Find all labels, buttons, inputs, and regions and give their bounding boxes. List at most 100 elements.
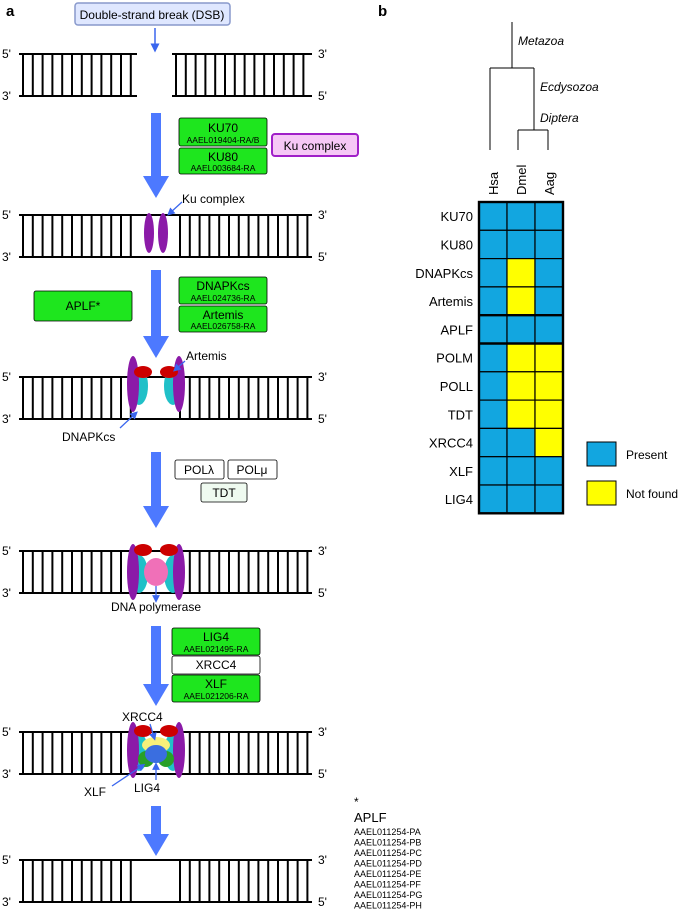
gene-label: APLF — [440, 322, 473, 337]
strand-end-label: 3' — [318, 544, 327, 558]
strand-end-label: 5' — [2, 853, 11, 867]
artemis-callout: Artemis — [186, 349, 227, 363]
ku-complex-box — [271, 133, 359, 157]
footnote-id: AAEL011254-PB — [354, 838, 421, 848]
matrix-cell — [506, 484, 536, 514]
tree-label-ecdysozoa: Ecdysozoa — [540, 80, 599, 94]
species-label: Aag — [542, 172, 557, 195]
matrix-cell — [506, 229, 536, 260]
aplf-box — [33, 290, 133, 322]
flow-arrow — [143, 452, 169, 528]
dnapkcs-label: DNAPKcs — [196, 279, 249, 293]
footnote-id: AAEL011254-PE — [354, 869, 421, 879]
matrix-cell — [478, 371, 508, 401]
tdt-box — [200, 482, 248, 503]
gene-labels: KU70KU80DNAPKcsArtemisAPLFPOLMPOLLTDTXRC… — [415, 209, 473, 507]
aplf-label: APLF* — [66, 299, 101, 313]
dna-duplex: 5'3'3'5' — [2, 47, 327, 103]
gene-label: XRCC4 — [429, 436, 473, 451]
dna-polymerase-label: DNA polymerase — [111, 600, 201, 614]
matrix-cell — [478, 427, 508, 458]
strand-end-label: 5' — [318, 895, 327, 909]
lig4-label: LIG4 — [203, 630, 229, 644]
presence-matrix — [477, 200, 565, 515]
matrix-cell — [506, 371, 536, 401]
flow-arrows — [143, 113, 169, 856]
matrix-cell — [534, 286, 564, 316]
polymerase-complex — [127, 544, 185, 600]
matrix-cell — [478, 342, 508, 373]
phylogenetic-tree — [489, 22, 549, 150]
matrix-cell — [506, 427, 536, 458]
matrix-cell — [478, 484, 508, 514]
pol-lambda-box — [174, 459, 225, 480]
ku-complex-label: Ku complex — [182, 192, 245, 206]
xrcc4-box-label: XRCC4 — [196, 658, 237, 672]
dna-duplex: 5'3'3'5' — [2, 544, 327, 600]
dsb-label: Double-strand break (DSB) — [80, 8, 225, 22]
matrix-cell — [478, 229, 508, 260]
pol-lambda-label: POLλ — [184, 463, 214, 477]
species-label: Dmel — [514, 165, 529, 195]
lig4-callout: LIG4 — [134, 781, 160, 795]
gene-label: POLL — [440, 379, 473, 394]
strand-end-label: 5' — [2, 725, 11, 739]
xlf-box — [171, 674, 261, 703]
xrcc4-callout: XRCC4 — [122, 710, 163, 724]
ku70-label: KU70 — [208, 121, 238, 135]
strand-end-label: 3' — [2, 412, 11, 426]
legend-not-found-label: Not found — [626, 487, 678, 501]
matrix-cell — [478, 201, 508, 231]
artemis-id: AAEL026758-RA — [191, 321, 256, 331]
strand-end-label: 5' — [2, 47, 11, 61]
gene-label: XLF — [449, 464, 473, 479]
gene-label: LIG4 — [445, 492, 473, 507]
matrix-cell — [478, 456, 508, 486]
xrcc4-box — [171, 655, 261, 675]
dna-duplex: 5' 3' 3' 5' — [2, 853, 327, 909]
strand-end-label: 3' — [2, 895, 11, 909]
strand-end-label: 5' — [2, 544, 11, 558]
lig4-box — [171, 627, 261, 656]
ligation-complex — [127, 722, 185, 778]
ku80-label: KU80 — [208, 150, 238, 164]
panel-a-label: a — [6, 3, 15, 20]
matrix-cell — [506, 456, 536, 486]
strand-end-label: 5' — [2, 370, 11, 384]
xlf-pointer — [111, 763, 146, 787]
pol-mu-label: POLμ — [237, 463, 268, 477]
matrix-cell — [506, 399, 536, 430]
ku-pointer — [167, 201, 183, 216]
strand-end-label: 3' — [318, 208, 327, 222]
dna-duplex: 5'3'3'5' — [2, 208, 327, 264]
flow-arrow — [143, 270, 169, 358]
strand-end-label: 5' — [318, 586, 327, 600]
matrix-cell — [534, 229, 564, 260]
strand-end-label: 3' — [318, 725, 327, 739]
artemis-pointer — [173, 360, 186, 372]
ku70-box — [178, 117, 268, 147]
matrix-cell — [534, 201, 564, 231]
dsb-box — [74, 2, 231, 26]
species-labels: Hsa Dmel Aag — [486, 165, 557, 195]
strand-end-label: 5' — [318, 89, 327, 103]
dna-duplex: 5'3'3'5' — [2, 370, 327, 426]
strand-end-label: 5' — [2, 208, 11, 222]
tdt-label: TDT — [212, 486, 236, 500]
matrix-cell — [478, 258, 508, 288]
pol-mu-box — [227, 459, 278, 480]
ku70-id: AAEL019404-RA/B — [187, 135, 260, 145]
tree-label-metazoa: Metazoa — [518, 34, 564, 48]
matrix-cell — [534, 484, 564, 514]
flow-arrow — [143, 806, 169, 856]
panel-b-label: b — [378, 3, 387, 20]
matrix-cell — [534, 456, 564, 486]
strand-end-label: 3' — [2, 767, 11, 781]
dnapkcs-artemis-complex — [127, 356, 185, 412]
ku-right-protein — [158, 213, 168, 253]
ku80-id: AAEL003684-RA — [191, 163, 256, 173]
strand-end-label: 3' — [318, 853, 327, 867]
species-label: Hsa — [486, 171, 501, 195]
footnote-id: AAEL011254-PF — [354, 880, 421, 890]
